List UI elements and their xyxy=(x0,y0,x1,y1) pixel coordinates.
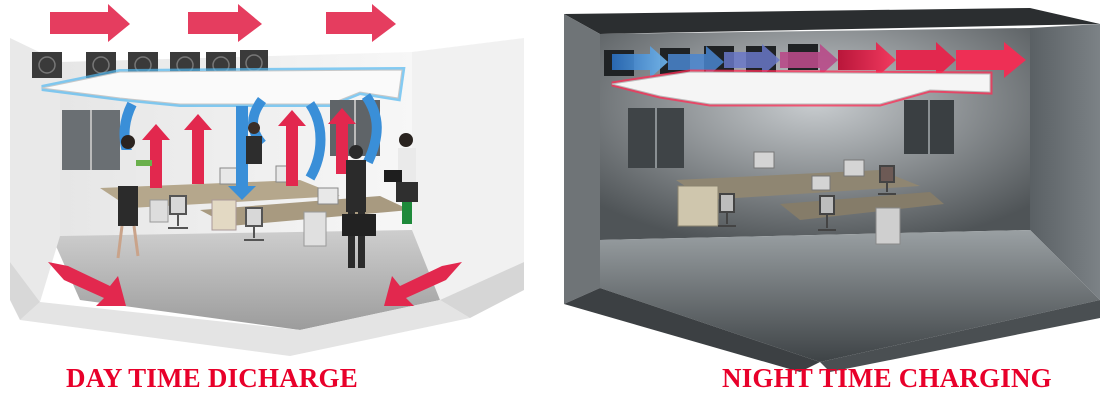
night-room-floor xyxy=(600,230,1100,362)
night-room-left-wall xyxy=(564,14,600,304)
warm-air-arrow-icon xyxy=(50,4,130,42)
monitor-icon xyxy=(754,152,774,168)
person-icon xyxy=(246,122,262,164)
fan-icon xyxy=(32,52,62,78)
day-caption: DAY TIME DICHARGE xyxy=(66,362,358,394)
day-room-right-wall xyxy=(412,38,524,300)
night-caption: NIGHT TIME CHARGING xyxy=(722,362,1052,394)
warm-air-arrow-icon xyxy=(326,4,396,42)
monitor-icon xyxy=(844,160,864,176)
monitor-icon xyxy=(318,188,338,204)
night-scene xyxy=(564,8,1100,372)
day-scene xyxy=(10,4,524,356)
monitor-icon xyxy=(812,176,830,190)
warm-air-arrow-icon xyxy=(188,4,262,42)
